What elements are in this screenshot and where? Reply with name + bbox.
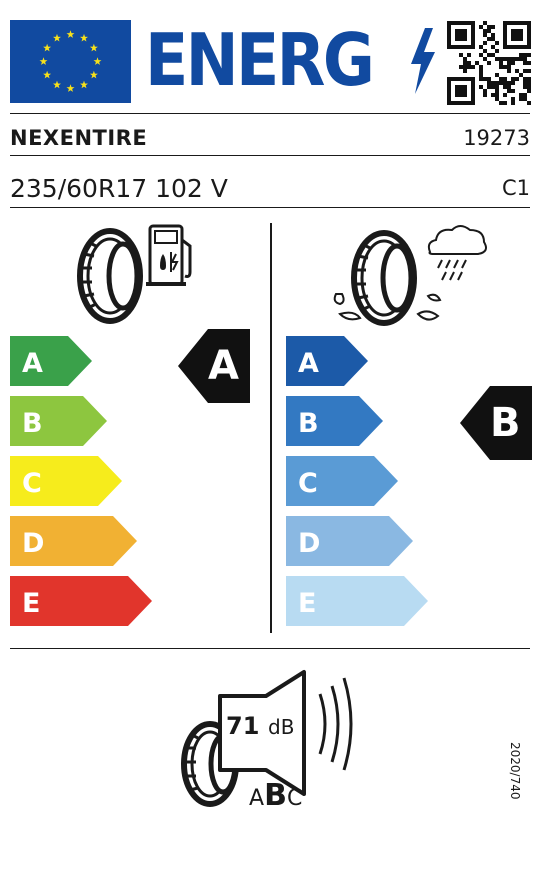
noise-class-a: A — [249, 786, 265, 811]
wet-grip-class-e-label: E — [298, 588, 316, 619]
fuel-class-d-bar — [10, 516, 137, 566]
fuel-class-a-label: A — [22, 348, 43, 379]
wet-grip-class-d-bar — [286, 516, 413, 566]
divider — [10, 155, 530, 156]
energy-title: ENERG — [145, 18, 375, 102]
wet-grip-class-b-bar — [286, 396, 383, 446]
wet-grip-class-c-bar — [286, 456, 398, 506]
divider — [10, 113, 530, 114]
fuel-class-c-label: C — [22, 468, 42, 499]
wet-grip-class-b-label: B — [298, 408, 319, 439]
divider — [10, 207, 530, 208]
tyre-class: C1 — [501, 176, 530, 200]
wet-grip-rating-marker — [460, 386, 532, 460]
divider — [10, 648, 530, 649]
fuel-class-c-bar — [10, 456, 122, 506]
fuel-class-d-label: D — [22, 528, 44, 559]
fuel-rating-marker — [178, 329, 250, 403]
fuel-class-e-label: E — [22, 588, 40, 619]
noise-class-b: B — [264, 778, 287, 813]
tyre-size-designation: 235/60R17 102 V — [10, 174, 228, 203]
noise-class-scale: ABC — [249, 778, 302, 813]
noise-unit: dB — [268, 715, 295, 739]
tyre-rain-cloud-icon — [333, 225, 487, 326]
wet-grip-class-c-label: C — [298, 468, 318, 499]
fuel-class-b-label: B — [22, 408, 43, 439]
supplier-name: NEXENTIRE — [10, 126, 148, 150]
wet-grip-class-a-bar — [286, 336, 368, 386]
fuel-rating-value: A — [208, 343, 239, 389]
tyre-speaker-icon — [181, 670, 353, 807]
eu-flag-icon — [10, 20, 131, 103]
wet-grip-rating-value: B — [490, 400, 521, 446]
tyre-type-identifier: 19273 — [463, 126, 530, 150]
fuel-class-a-bar — [10, 336, 92, 386]
lightning-bolt-icon — [411, 28, 435, 94]
noise-value: 71 — [226, 712, 260, 740]
regulation-number: 2020/740 — [508, 742, 522, 800]
fuel-class-b-bar — [10, 396, 107, 446]
tyre-fuel-pump-icon — [77, 224, 192, 324]
wet-grip-class-e-bar — [286, 576, 428, 626]
wet-grip-class-d-label: D — [298, 528, 320, 559]
wet-grip-class-a-label: A — [298, 348, 319, 379]
noise-class-c: C — [286, 786, 303, 811]
divider — [270, 223, 272, 633]
qr-code[interactable] — [447, 21, 531, 105]
fuel-class-e-bar — [10, 576, 152, 626]
